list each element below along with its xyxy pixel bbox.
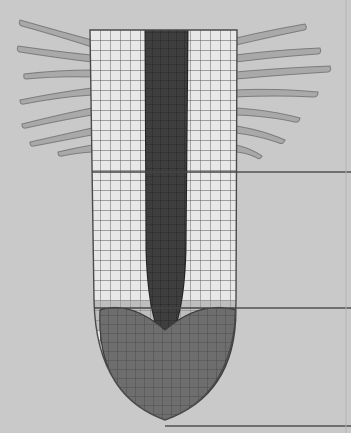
vascular-cylinder [145,30,188,345]
root-hair [236,89,318,97]
